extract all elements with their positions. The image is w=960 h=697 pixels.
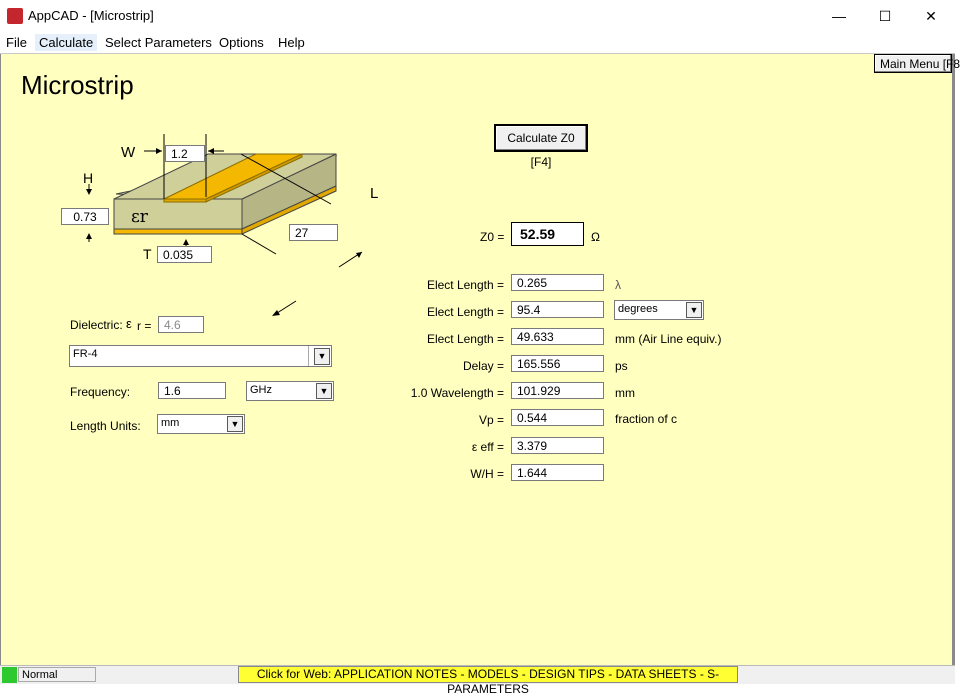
menu-bar: File Calculate Select Parameters Options… <box>0 32 955 54</box>
delay-label: Delay = <box>462 359 504 373</box>
w-over-h-label: W/H = <box>470 467 504 481</box>
microstrip-diagram: εr <box>86 134 363 316</box>
menu-select-parameters[interactable]: Select Parameters <box>105 35 212 50</box>
title-bar: AppCAD - [Microstrip] — ☐ ✕ <box>0 0 955 32</box>
menu-options[interactable]: Options <box>219 35 264 50</box>
length-units-select[interactable]: mm ▼ <box>157 414 245 434</box>
chevron-down-icon[interactable]: ▼ <box>316 383 332 399</box>
elect-length-wl-value: 0.265 <box>511 274 604 291</box>
dielectric-material-select[interactable]: FR-4 ▼ <box>69 345 332 367</box>
page-title: Microstrip <box>21 70 134 100</box>
angle-unit-select[interactable]: degrees ▼ <box>614 300 704 320</box>
maximize-button[interactable]: ☐ <box>878 8 892 24</box>
eps-eff-value: 3.379 <box>511 437 604 454</box>
length-units-label: Length Units: <box>70 419 141 433</box>
main-menu-button[interactable]: Main Menu [F8 <box>874 54 960 73</box>
h-input[interactable]: 0.73 <box>61 208 109 225</box>
t-input[interactable]: 0.035 <box>157 246 212 263</box>
menu-help[interactable]: Help <box>278 35 305 50</box>
vp-label: Vp = <box>478 413 504 427</box>
substrate-front <box>113 198 243 230</box>
minimize-button[interactable]: — <box>832 8 846 24</box>
length-units-value: mm <box>161 417 180 429</box>
close-button[interactable]: ✕ <box>925 8 937 24</box>
window-title: AppCAD - [Microstrip] <box>28 8 154 23</box>
elect-length-wl-unit: λ <box>615 278 621 292</box>
er-symbol: εr <box>131 207 149 227</box>
z0-value: 52.59 <box>511 222 584 246</box>
web-resources-link[interactable]: Click for Web: APPLICATION NOTES - MODEL… <box>238 666 738 696</box>
dielectric-er-suffix: r = <box>137 319 152 333</box>
microstrip-panel: Microstrip Main Menu [F8 εr <box>0 54 960 665</box>
status-indicator-icon <box>2 667 17 683</box>
z0-label: Z0 = <box>480 230 505 244</box>
t-label: T <box>143 246 152 262</box>
w-input[interactable]: 1.2 <box>165 145 205 162</box>
frequency-unit-select[interactable]: GHz ▼ <box>246 381 334 401</box>
frequency-label: Frequency: <box>70 385 131 399</box>
chevron-down-icon[interactable]: ▼ <box>686 302 702 318</box>
delay-unit: ps <box>615 359 628 373</box>
elect-length-deg-value: 95.4 <box>511 301 604 318</box>
angle-unit-value: degrees <box>618 303 658 315</box>
w-over-h-value: 1.644 <box>511 464 604 481</box>
menu-file[interactable]: File <box>6 35 27 50</box>
wavelength-value: 101.929 <box>511 382 604 399</box>
frequency-unit-value: GHz <box>250 384 272 396</box>
dielectric-material-value: FR-4 <box>73 348 98 360</box>
delay-value: 165.556 <box>511 355 604 372</box>
calculate-z0-button[interactable]: Calculate Z0 [F4] <box>495 125 587 169</box>
ground-plane <box>113 228 243 235</box>
elect-length-mm-value: 49.633 <box>511 328 604 345</box>
dielectric-er-input[interactable]: 4.6 <box>158 316 204 333</box>
chevron-down-icon[interactable]: ▼ <box>227 416 243 432</box>
l-input[interactable]: 27 <box>289 224 338 241</box>
appcad-logo-icon <box>7 8 23 24</box>
eps-eff-label: ε eff = <box>471 440 504 454</box>
wavelength-label: 1.0 Wavelength = <box>410 386 504 400</box>
status-mode: Normal <box>18 667 96 682</box>
elect-length-wl-label: Elect Length = <box>426 278 504 292</box>
elect-length-mm-label: Elect Length = <box>426 332 504 346</box>
wavelength-unit: mm <box>615 386 635 400</box>
elect-length-deg-label: Elect Length = <box>426 305 504 319</box>
vp-value: 0.544 <box>511 409 604 426</box>
w-label: W <box>121 144 136 161</box>
status-bar: Normal Click for Web: APPLICATION NOTES … <box>0 665 955 696</box>
dielectric-er-symbol: ε <box>126 316 132 331</box>
h-label: H <box>83 170 94 186</box>
l-label: L <box>370 185 379 202</box>
chevron-down-icon[interactable]: ▼ <box>314 348 330 365</box>
elect-length-mm-unit: mm (Air Line equiv.) <box>615 332 722 346</box>
z0-unit: Ω <box>591 230 600 244</box>
vp-unit: fraction of c <box>615 412 678 426</box>
frequency-input[interactable]: 1.6 <box>158 382 226 399</box>
menu-calculate[interactable]: Calculate <box>35 34 98 51</box>
dielectric-label: Dielectric: <box>70 318 123 332</box>
